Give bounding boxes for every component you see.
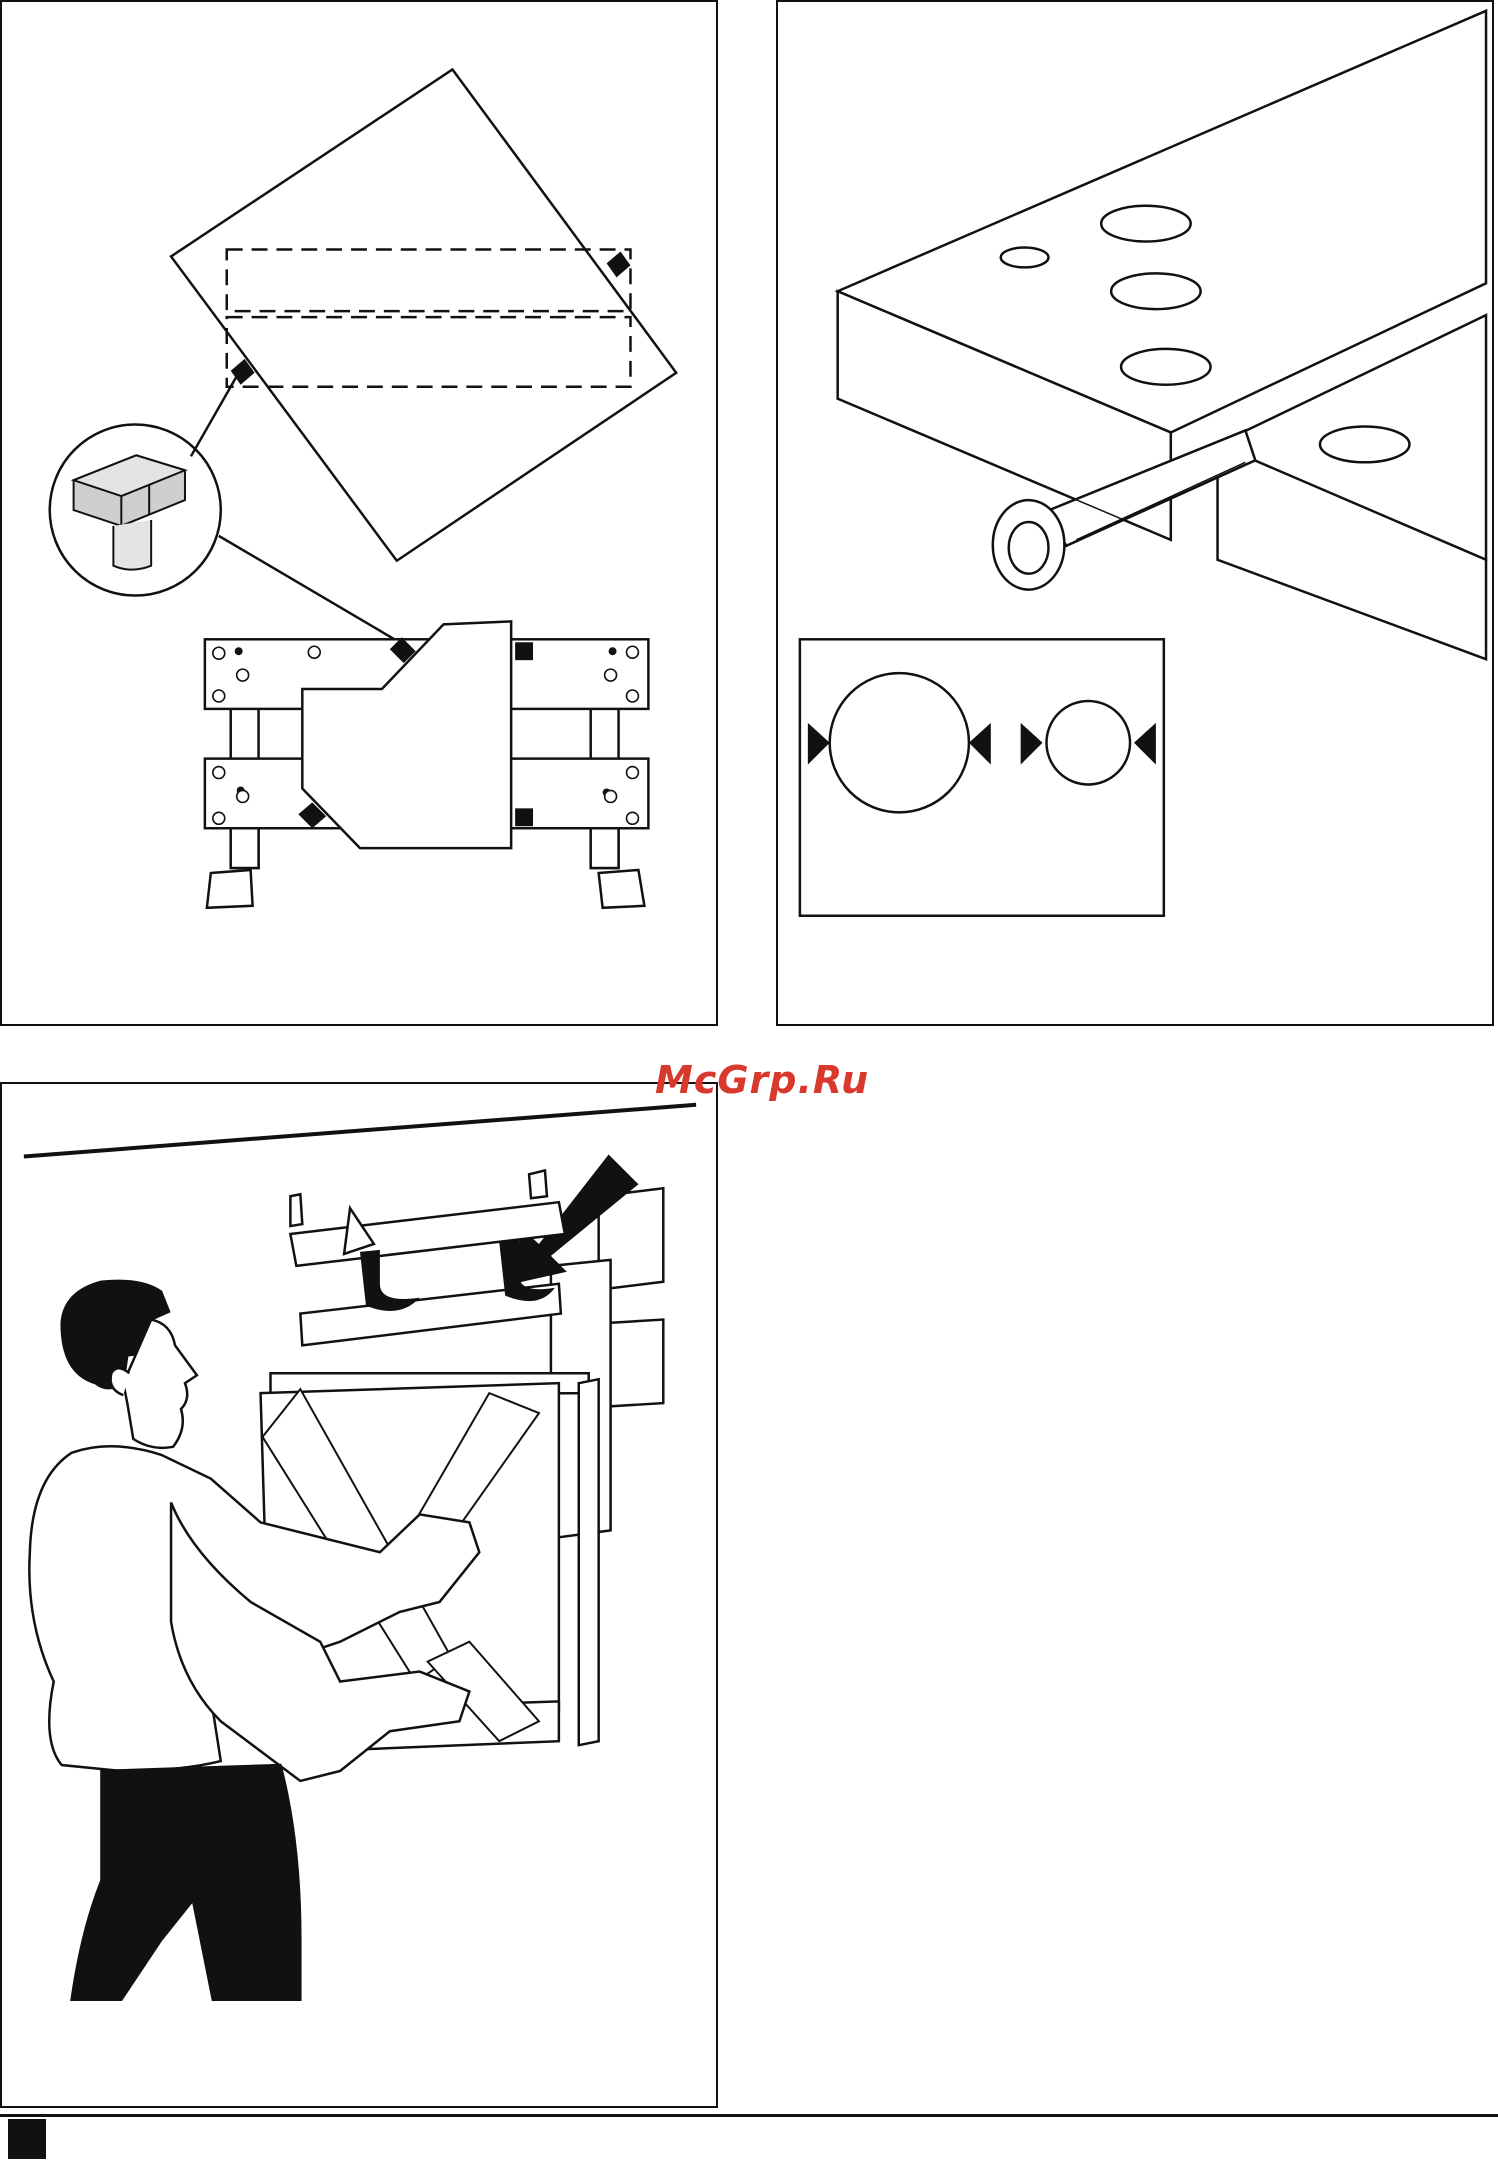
figure-panel-wall-mounting — [0, 1082, 718, 2108]
worktop-hinge-illustration — [778, 2, 1492, 1024]
footer-rule — [0, 2114, 1498, 2117]
clamp-plate-illustration — [2, 2, 716, 1024]
figure-panel-worktop-hinge — [776, 0, 1494, 1026]
figure-panel-clamp-plate — [0, 0, 718, 1026]
watermark-text: McGrp.Ru — [655, 1058, 869, 1102]
wall-mounting-illustration — [2, 1084, 716, 2106]
page-marker-block — [8, 2119, 46, 2159]
